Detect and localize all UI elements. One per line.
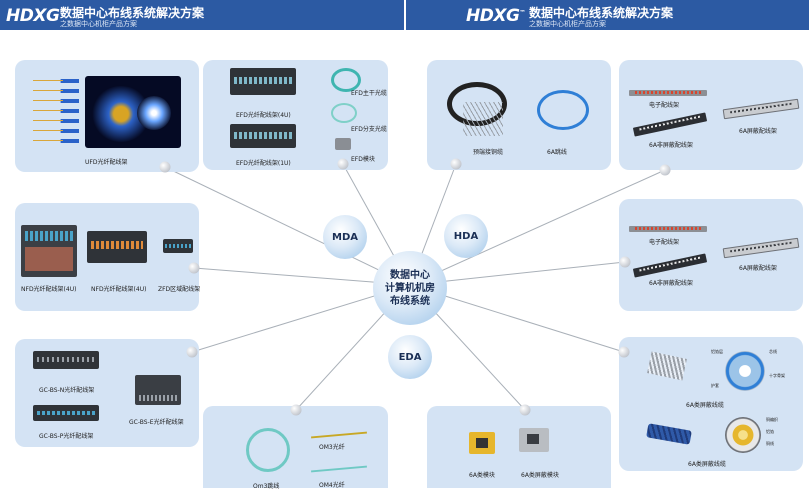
brand-logo: HDXG™ <box>466 6 525 26</box>
header-left: HDXG™ 数据中心布线系统解决方案 之数据中心机柜产品方案 <box>0 0 404 30</box>
cat6a-patchcord-label: 6A跳线 <box>547 149 567 156</box>
efd-4u-label: EFD光纤配线架(4U) <box>236 112 291 119</box>
preterm-cable-fanout <box>463 102 503 136</box>
nfd-4u-label: NFD光纤配线架(4U) <box>21 286 77 293</box>
unshielded-panel-label: 6A非屏蔽配线架 <box>649 142 693 149</box>
cat6a-shielded-module-image <box>519 428 549 452</box>
efd-module-image <box>335 138 351 150</box>
connector-dot <box>618 346 630 358</box>
card-patch-panels-mid: 电子配线架 6A非屏蔽配线架 6A屏蔽配线架 <box>619 199 803 311</box>
efd-trunk-label: EFD主干光缆 <box>351 90 387 97</box>
cat6a-module-image <box>469 432 495 454</box>
card-nfd: NFD光纤配线架(4U) NFD光纤配线架(4U) ZFD区域配线架 <box>15 203 201 311</box>
cat6a-shielded-cable-image <box>647 351 687 381</box>
card-efd: EFD光纤配线架(4U) EFD光纤配线架(1U) EFD主干光缆 EFD分支光… <box>203 60 388 170</box>
center-bubble: 数据中心 计算机机房 布线系统 <box>373 251 447 325</box>
efd-1u-label: EFD光纤配线架(1U) <box>236 160 291 167</box>
card-hda-cable: 预端接铜缆 6A跳线 <box>427 60 611 170</box>
efd-module-label: EFD模块 <box>351 156 375 163</box>
brand-logo: HDXG™ <box>6 6 65 26</box>
annotation-b: 芯线 <box>769 349 777 354</box>
cat6a-shielded-module-label: 6A类屏蔽模块 <box>521 472 559 479</box>
cable-cross-section-image-2 <box>725 417 761 453</box>
cat6a-patchcord-image <box>537 90 589 130</box>
hda-bubble: HDA <box>444 214 488 258</box>
card-ufd: UFD光纤配线架 <box>15 60 199 172</box>
nfd-4u-rack-image <box>21 225 77 277</box>
gc-bs-p-panel-image <box>33 405 99 421</box>
unshielded-panel-image <box>632 112 708 137</box>
cat6a-module-label: 6A类模块 <box>469 472 495 479</box>
cat6a-cable-image <box>646 423 692 445</box>
connector-dot <box>450 158 462 170</box>
center-line-3: 布线系统 <box>390 295 430 307</box>
annotation-d: 十字骨架 <box>769 373 785 378</box>
electronic-panel-label: 电子配线架 <box>649 239 680 246</box>
gc-bs-n-panel-image <box>33 351 99 369</box>
shielded-panel-image <box>722 237 800 259</box>
gc-bs-e-label: GC-BS-E光纤配线架 <box>129 419 184 426</box>
header-subtitle: 之数据中心机柜产品方案 <box>60 20 137 28</box>
zfd-label: ZFD区域配线架 <box>158 286 201 293</box>
annotation-c: 护套 <box>711 383 719 388</box>
om3-jumper-image <box>246 428 290 472</box>
cable-cross-section-image <box>725 351 765 391</box>
efd-branch-cable-image <box>331 103 357 123</box>
connector-dot <box>159 161 171 173</box>
electronic-panel-image <box>629 226 707 232</box>
electronic-panel-label: 电子配线架 <box>649 102 680 109</box>
unshielded-panel-image <box>632 253 708 278</box>
connector-dot <box>290 404 302 416</box>
connector-dot <box>659 164 671 176</box>
cat6a-cable-label: 6A类屏蔽线缆 <box>688 461 726 468</box>
center-line-1: 数据中心 <box>390 269 430 281</box>
header-title: 数据中心布线系统解决方案 <box>60 6 205 20</box>
om3-fiber-image <box>311 431 367 439</box>
om3-jumper-label: Om3跳线 <box>253 483 280 490</box>
header-title: 数据中心布线系统解决方案 <box>529 6 674 20</box>
center-line-2: 计算机机房 <box>385 282 435 294</box>
connector-dot <box>337 158 349 170</box>
ufd-panel-photo <box>85 76 181 148</box>
annotation-g: 铜线 <box>766 441 774 446</box>
connector-dot <box>619 256 631 268</box>
unshielded-panel-label: 6A非屏蔽配线架 <box>649 280 693 287</box>
efd-1u-panel-image <box>230 124 296 148</box>
gc-bs-n-label: GC-BS-N光纤配线架 <box>39 387 95 394</box>
gc-bs-p-label: GC-BS-P光纤配线架 <box>39 433 94 440</box>
header-right: HDXG™ 数据中心布线系统解决方案 之数据中心机柜产品方案 <box>406 0 809 30</box>
efd-branch-label: EFD分支光缆 <box>351 126 387 133</box>
om3-fiber-label: OM3光纤 <box>319 444 345 451</box>
efd-trunk-cable-image <box>331 68 361 92</box>
shielded-panel-label: 6A屏蔽配线架 <box>739 265 777 272</box>
om4-fiber-label: OM4光纤 <box>319 482 345 489</box>
gc-bs-e-panel-image <box>135 375 181 405</box>
connector-dot <box>186 346 198 358</box>
efd-4u-panel-image <box>230 68 296 95</box>
om4-fiber-image <box>311 465 367 473</box>
nfd-panel-image <box>87 231 147 263</box>
card-om-fiber: Om3跳线 OM3光纤 OM4光纤 <box>203 406 388 490</box>
zfd-box-image <box>163 239 193 253</box>
annotation-f: 铝箔 <box>766 429 774 434</box>
fiber-pigtail-bundle-image <box>33 74 79 148</box>
shielded-panel-image <box>722 98 800 120</box>
preterm-cable-label: 预端接铜缆 <box>473 149 504 156</box>
card-cables: 铝箔层 芯线 十字骨架 护套 6A类屏蔽线缆 铜编织 铝箔 铜线 6A类屏蔽线缆 <box>619 337 803 471</box>
nfd-panel-label: NFD光纤配线架(4U) <box>91 286 147 293</box>
electronic-panel-image <box>629 90 707 96</box>
ufd-label: UFD光纤配线架 <box>85 159 128 166</box>
card-modules: 6A类模块 6A类屏蔽模块 <box>427 406 611 488</box>
shielded-panel-label: 6A屏蔽配线架 <box>739 128 777 135</box>
connector-dot <box>519 404 531 416</box>
card-patch-panels-top: 电子配线架 6A非屏蔽配线架 6A屏蔽配线架 <box>619 60 803 170</box>
connector-dot <box>188 262 200 274</box>
card-gc: GC-BS-N光纤配线架 GC-BS-P光纤配线架 GC-BS-E光纤配线架 <box>15 339 199 447</box>
header-subtitle: 之数据中心机柜产品方案 <box>529 20 606 28</box>
eda-bubble: EDA <box>388 335 432 379</box>
annotation-e: 铜编织 <box>766 417 778 422</box>
annotation-a: 铝箔层 <box>711 349 723 354</box>
cat6a-shielded-cable-label: 6A类屏蔽线缆 <box>686 402 724 409</box>
mda-bubble: MDA <box>323 215 367 259</box>
